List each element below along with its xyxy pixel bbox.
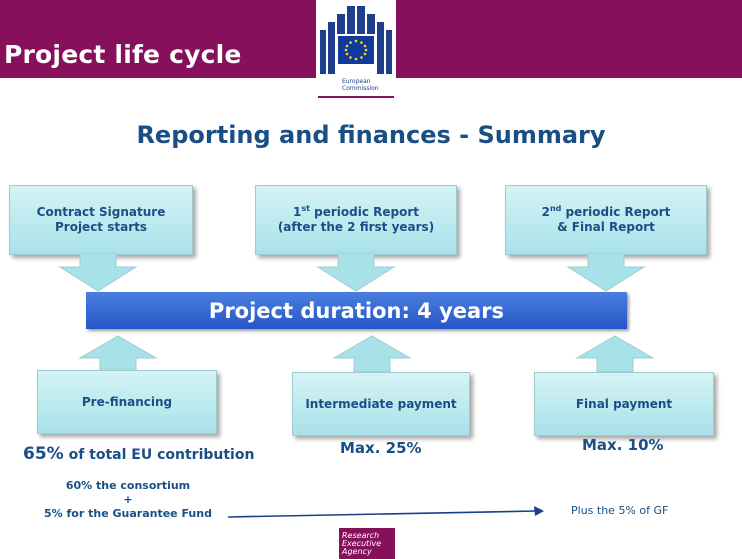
final-payment-box: Final payment: [534, 372, 714, 436]
up-arrow-icon: [575, 335, 655, 373]
prefinancing-breakdown: 60% the consortium + 5% for the Guarante…: [44, 479, 212, 520]
page-title: Project life cycle: [4, 40, 242, 69]
project-duration-bar: Project duration: 4 years: [86, 292, 627, 329]
down-arrow-icon: [316, 253, 396, 292]
eu-flag-icon: [338, 36, 374, 64]
intermediate-amount: Max. 25%: [340, 439, 422, 457]
first-periodic-report-box: 1st periodic Report(after the 2 first ye…: [255, 185, 457, 255]
down-arrow-icon: [58, 253, 138, 292]
intermediate-payment-box: Intermediate payment: [292, 372, 470, 436]
pre-financing-box: Pre-financing: [37, 370, 217, 434]
guarantee-fund-arrow-icon: [228, 506, 544, 518]
main-heading: Reporting and finances - Summary: [136, 121, 606, 149]
logo-underline: [318, 96, 394, 98]
logo-text: European Commission: [342, 78, 379, 92]
up-arrow-icon: [78, 335, 158, 373]
plus-guarantee-fund-note: Plus the 5% of GF: [571, 504, 669, 517]
european-commission-logo: European Commission: [316, 0, 396, 100]
final-amount: Max. 10%: [582, 436, 664, 454]
research-executive-agency-logo: Research Executive Agency: [339, 528, 395, 559]
down-arrow-icon: [566, 253, 646, 292]
up-arrow-icon: [332, 335, 412, 373]
prefinancing-amount: 65% of total EU contribution: [23, 444, 255, 464]
second-periodic-report-box: 2nd periodic Report& Final Report: [505, 185, 707, 255]
